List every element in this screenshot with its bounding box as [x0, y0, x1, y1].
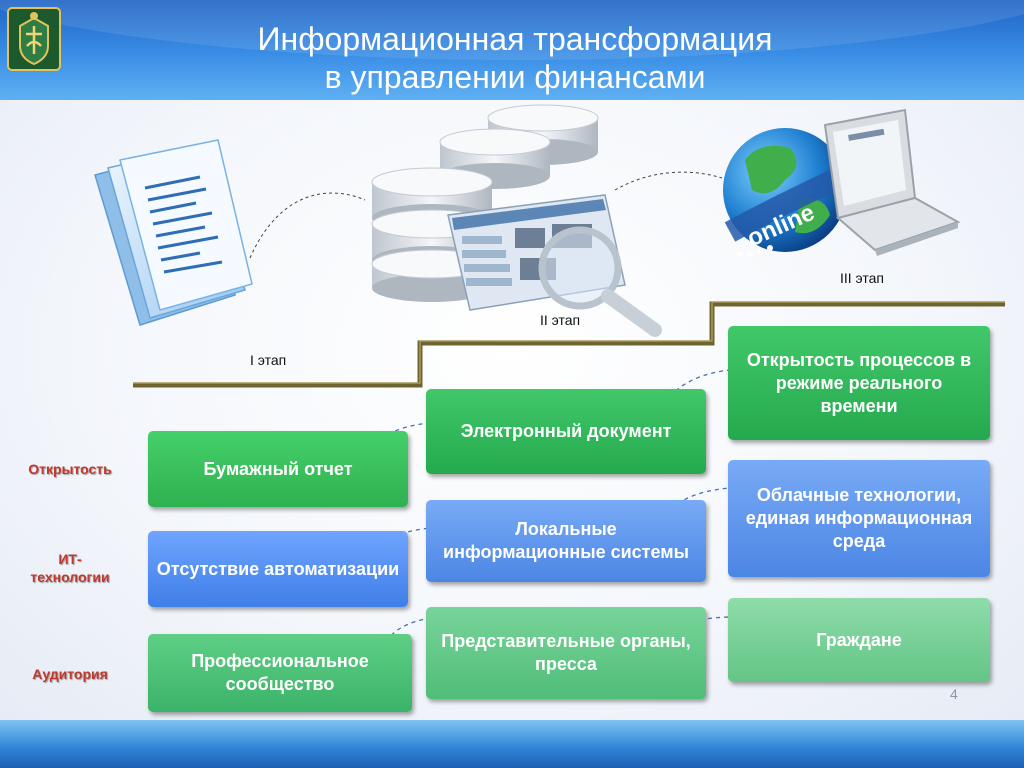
- box-professional-community: Профессиональное сообщество: [148, 634, 412, 712]
- box-local-systems: Локальные информационные системы: [426, 500, 706, 582]
- row-label-audience: Аудитория: [32, 666, 108, 682]
- row-label-openness: Открытость: [28, 461, 112, 477]
- box-cloud-technologies: Облачные технологии, единая информационн…: [728, 460, 990, 577]
- stage-3-label: III этап: [840, 270, 885, 286]
- page-number: 4: [950, 686, 958, 702]
- stage-1-label: I этап: [250, 352, 287, 368]
- box-paper-report: Бумажный отчет: [148, 431, 408, 507]
- documents-icon: [94, 139, 253, 326]
- title-line-2: в управлении финансами: [324, 59, 706, 95]
- header-bar: Информационная трансформация в управлени…: [0, 0, 1024, 100]
- globe-icon: online: [723, 128, 850, 257]
- box-no-automation: Отсутствие автоматизации: [148, 531, 408, 607]
- magnifier-icon: [538, 226, 662, 337]
- box-electronic-document: Электронный документ: [426, 389, 706, 474]
- title-line-1: Информационная трансформация: [257, 21, 773, 57]
- page-title: Информационная трансформация в управлени…: [150, 20, 880, 96]
- row-label-it: ИТ- технологии: [14, 550, 126, 586]
- row-label-it-line-2: технологии: [30, 569, 110, 585]
- box-representative-bodies: Представительные органы, пресса: [426, 607, 706, 699]
- stairs-line: [133, 301, 1005, 388]
- connector-docs-to-db: [249, 192, 366, 259]
- emblem-icon: [7, 7, 61, 71]
- connector-db-to-globe: [614, 171, 723, 191]
- box-citizens: Граждане: [728, 598, 990, 682]
- box-realtime-openness: Открытость процессов в режиме реального …: [728, 326, 990, 440]
- stage-2-label: II этап: [540, 312, 581, 328]
- row-label-it-line-1: ИТ-: [58, 551, 82, 567]
- laptop-icon: [823, 108, 961, 256]
- footer-bar: [0, 720, 1024, 768]
